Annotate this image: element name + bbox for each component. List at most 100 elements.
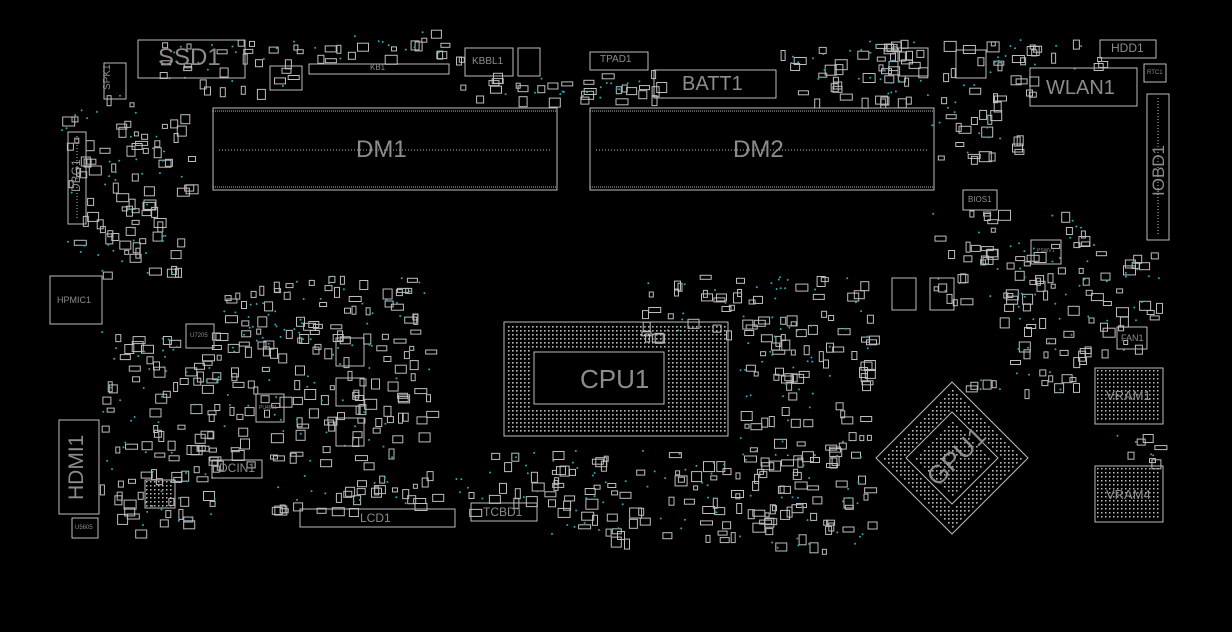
via: [1017, 347, 1020, 350]
hdd1-outline[interactable]: [1099, 39, 1157, 59]
via: [812, 57, 814, 60]
small-pad: [128, 478, 136, 484]
small-pad: [981, 126, 994, 138]
lcd1-outline[interactable]: [299, 508, 456, 528]
vram1-outline[interactable]: [1094, 367, 1164, 425]
via: [854, 301, 857, 304]
small-pad: [180, 496, 190, 507]
kb1-outline[interactable]: [308, 63, 450, 75]
small-pad: [801, 451, 814, 463]
via: [1106, 319, 1109, 322]
small-pad: [324, 419, 334, 426]
hpmic1-outline[interactable]: [49, 275, 103, 325]
small-pad: [309, 330, 320, 335]
small-pad: [358, 404, 367, 416]
tcbd1-outline[interactable]: [470, 502, 538, 522]
small-pad: [215, 333, 229, 341]
via: [352, 500, 355, 503]
via: [859, 535, 861, 538]
small-pad: [106, 95, 112, 107]
bios1-outline[interactable]: [962, 189, 998, 211]
small-pad: [240, 438, 250, 450]
via: [533, 451, 536, 454]
small-pad: [324, 58, 337, 64]
via: [170, 451, 173, 454]
small-pad: [1100, 272, 1111, 281]
spk1-outline[interactable]: [103, 62, 127, 100]
small-pad: [656, 82, 668, 93]
small-pad: [170, 119, 179, 129]
small-pad: [440, 42, 451, 48]
small-pad: [140, 471, 153, 479]
small-pad: [993, 101, 1002, 113]
u5605-outline[interactable]: [71, 517, 99, 539]
via: [806, 360, 809, 363]
via: [382, 445, 385, 448]
via: [161, 395, 163, 398]
small-pad: [761, 417, 769, 428]
pu4601-outline[interactable]: [255, 393, 285, 423]
small-pad: [131, 143, 143, 150]
via: [814, 288, 817, 291]
dbg1-outline[interactable]: [67, 131, 87, 225]
fan1-outline[interactable]: [1116, 326, 1148, 350]
small-pad: [153, 429, 162, 438]
via: [887, 92, 890, 95]
via: [298, 331, 301, 334]
gpu1-outline[interactable]: [875, 381, 1029, 535]
small-pad: [208, 413, 215, 422]
hdd1-label: HDD1: [1111, 41, 1144, 55]
iobd1-outline[interactable]: [1146, 93, 1170, 241]
small-pad: [826, 463, 838, 468]
batt1-outline[interactable]: [653, 69, 777, 99]
dbg1-label: DBG1: [69, 159, 83, 192]
small-pad: [610, 536, 622, 548]
small-pad: [593, 484, 601, 490]
kbbl1-outline[interactable]: [464, 47, 514, 77]
small-pad: [157, 221, 164, 233]
dcin1-outline[interactable]: [211, 459, 263, 479]
via: [95, 110, 98, 113]
tpad1-outline[interactable]: [589, 51, 649, 71]
small-pad: [898, 51, 906, 62]
via: [617, 527, 620, 530]
small-pad: [216, 49, 228, 55]
small-pad: [1095, 251, 1107, 257]
via: [777, 278, 780, 281]
via: [314, 46, 317, 49]
via: [309, 459, 312, 462]
via: [526, 472, 529, 475]
via: [842, 500, 844, 503]
dm1-outline[interactable]: [212, 107, 558, 191]
wlan1-outline[interactable]: [1029, 67, 1138, 107]
small-pad: [124, 249, 130, 255]
cpu1-outline[interactable]: [503, 321, 729, 437]
hdmi1-outline[interactable]: [58, 419, 100, 515]
dm2-outline[interactable]: [589, 107, 935, 191]
via: [856, 502, 859, 505]
small-pad: [126, 513, 140, 520]
small-pad: [154, 452, 166, 458]
small-pad: [1085, 289, 1093, 296]
pswv1-outline[interactable]: [1030, 239, 1062, 265]
small-pad: [355, 405, 361, 415]
via: [796, 537, 799, 540]
via: [522, 496, 525, 499]
ssd1-outline[interactable]: [137, 39, 246, 79]
u7205-outline[interactable]: [185, 323, 215, 349]
small-pad: [823, 359, 829, 369]
small-pad: [264, 409, 270, 418]
bios1-label: BIOS1: [968, 195, 992, 204]
small-pad: [208, 447, 217, 453]
small-pad: [272, 455, 285, 462]
small-pad: [118, 126, 127, 138]
rtc1-outline[interactable]: [1143, 63, 1167, 83]
small-pad: [79, 171, 88, 179]
via: [231, 80, 234, 82]
via: [534, 91, 536, 94]
small-pad: [1073, 382, 1080, 393]
small-pad: [628, 518, 638, 529]
vram4-outline[interactable]: [1094, 465, 1164, 523]
via: [771, 316, 774, 319]
